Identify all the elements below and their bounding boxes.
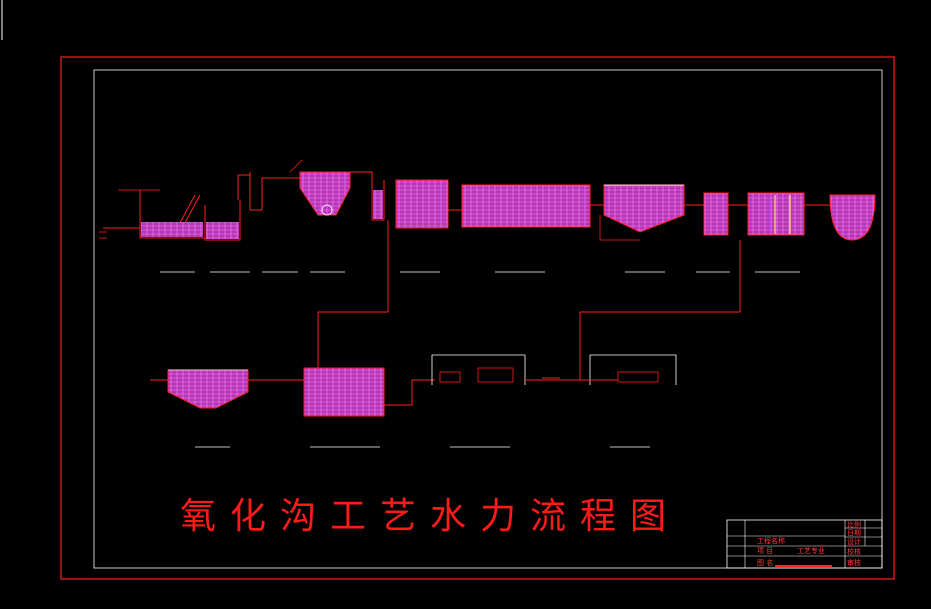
- title-block-right-label-1: 比例: [847, 520, 861, 529]
- oxidation-ditch: [448, 184, 591, 228]
- pipe-grit-to-bottom: [317, 220, 389, 380]
- outfall: [804, 194, 876, 241]
- lift-pump-well: [204, 175, 241, 241]
- pipe-sludge-return: [579, 240, 741, 380]
- title-block-right-label-5: 审核: [847, 558, 861, 567]
- sludge-thickener: [150, 369, 304, 409]
- sludge-dewatering-room: [431, 354, 580, 385]
- fine-screen: [238, 159, 303, 211]
- disinfection-tank: [684, 192, 729, 236]
- title-block-right-label-2: 日期: [847, 529, 861, 537]
- title-block-item-value: 工艺专业: [797, 546, 825, 555]
- title-block-right-label-4: 校核: [847, 547, 861, 556]
- inner-frame: [93, 69, 883, 569]
- drawing-title: 氧化沟工艺水力流程图: [180, 496, 680, 537]
- title-block: [726, 519, 883, 569]
- sludge-storage-tank: [303, 367, 435, 417]
- coarse-screen: [118, 189, 206, 239]
- inlet-pipe: [99, 227, 140, 239]
- contact-tank: [728, 192, 805, 236]
- blower-room: [580, 354, 677, 385]
- title-block-drawing-label: 图 名: [757, 558, 773, 567]
- title-block-project-label: 工程名称: [757, 536, 785, 545]
- grit-chamber: [299, 171, 385, 221]
- secondary-clarifier: [590, 184, 685, 241]
- title-block-right-label-3: 设计: [847, 537, 861, 546]
- outer-frame: [60, 56, 895, 580]
- title-block-item-label: 项 目: [757, 547, 773, 555]
- primary-basin: [395, 179, 449, 229]
